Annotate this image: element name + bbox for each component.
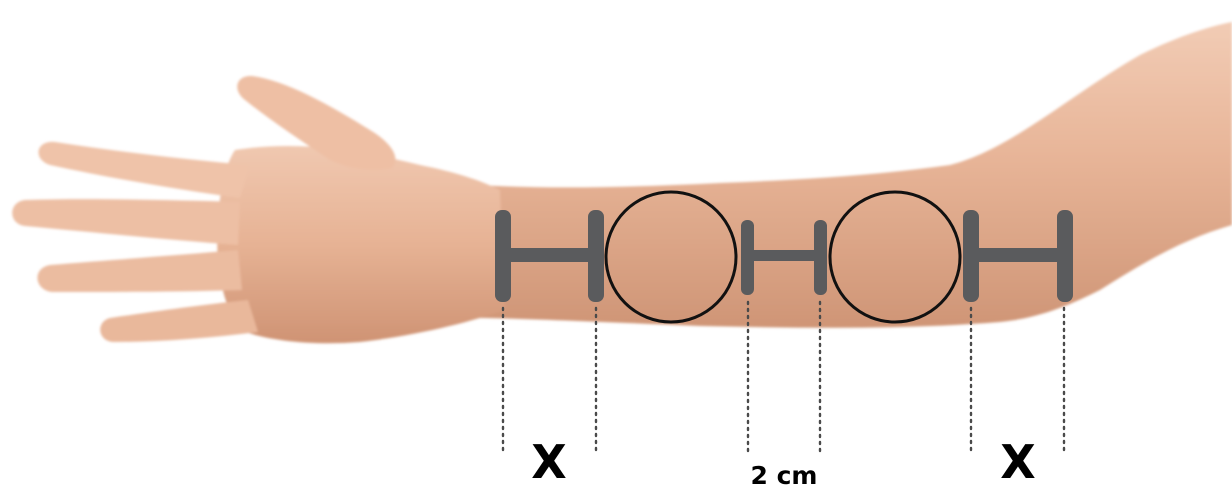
little-finger	[100, 300, 258, 342]
left-distance-label: X	[531, 435, 566, 486]
index-finger	[39, 142, 250, 198]
center-spacer-crossbar	[750, 250, 818, 261]
arm-photo	[12, 22, 1232, 343]
middle-finger	[12, 199, 240, 245]
palm	[217, 146, 505, 343]
right-distance-label: X	[1000, 435, 1035, 486]
center-distance-label: 2 cm	[751, 461, 818, 486]
ring-finger	[37, 250, 242, 292]
left-spacer-crossbar	[505, 248, 595, 262]
right-spacer-crossbar	[972, 248, 1064, 262]
